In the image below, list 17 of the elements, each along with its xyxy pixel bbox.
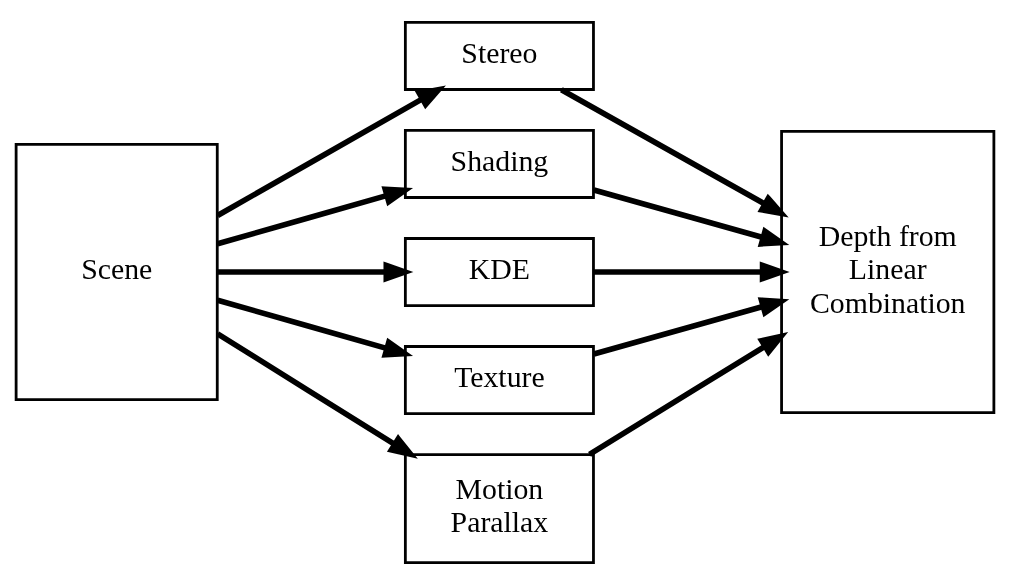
arrow — [560, 87, 789, 218]
arrow — [593, 261, 790, 283]
node-box: Texture — [403, 345, 595, 415]
arrow — [588, 332, 789, 457]
arrow — [216, 186, 414, 247]
node-box: KDE — [403, 237, 595, 307]
arrow — [216, 331, 418, 459]
arrow — [216, 85, 446, 218]
node-box: Shading — [403, 129, 595, 199]
node-box: Scene — [14, 143, 219, 401]
arrow — [593, 187, 790, 247]
node-box: Stereo — [403, 21, 595, 91]
arrow — [217, 261, 414, 283]
arrow — [216, 297, 414, 358]
arrow — [593, 297, 790, 357]
node-box: Motion Parallax — [403, 453, 595, 564]
node-box: Depth from Linear Combination — [780, 130, 996, 415]
